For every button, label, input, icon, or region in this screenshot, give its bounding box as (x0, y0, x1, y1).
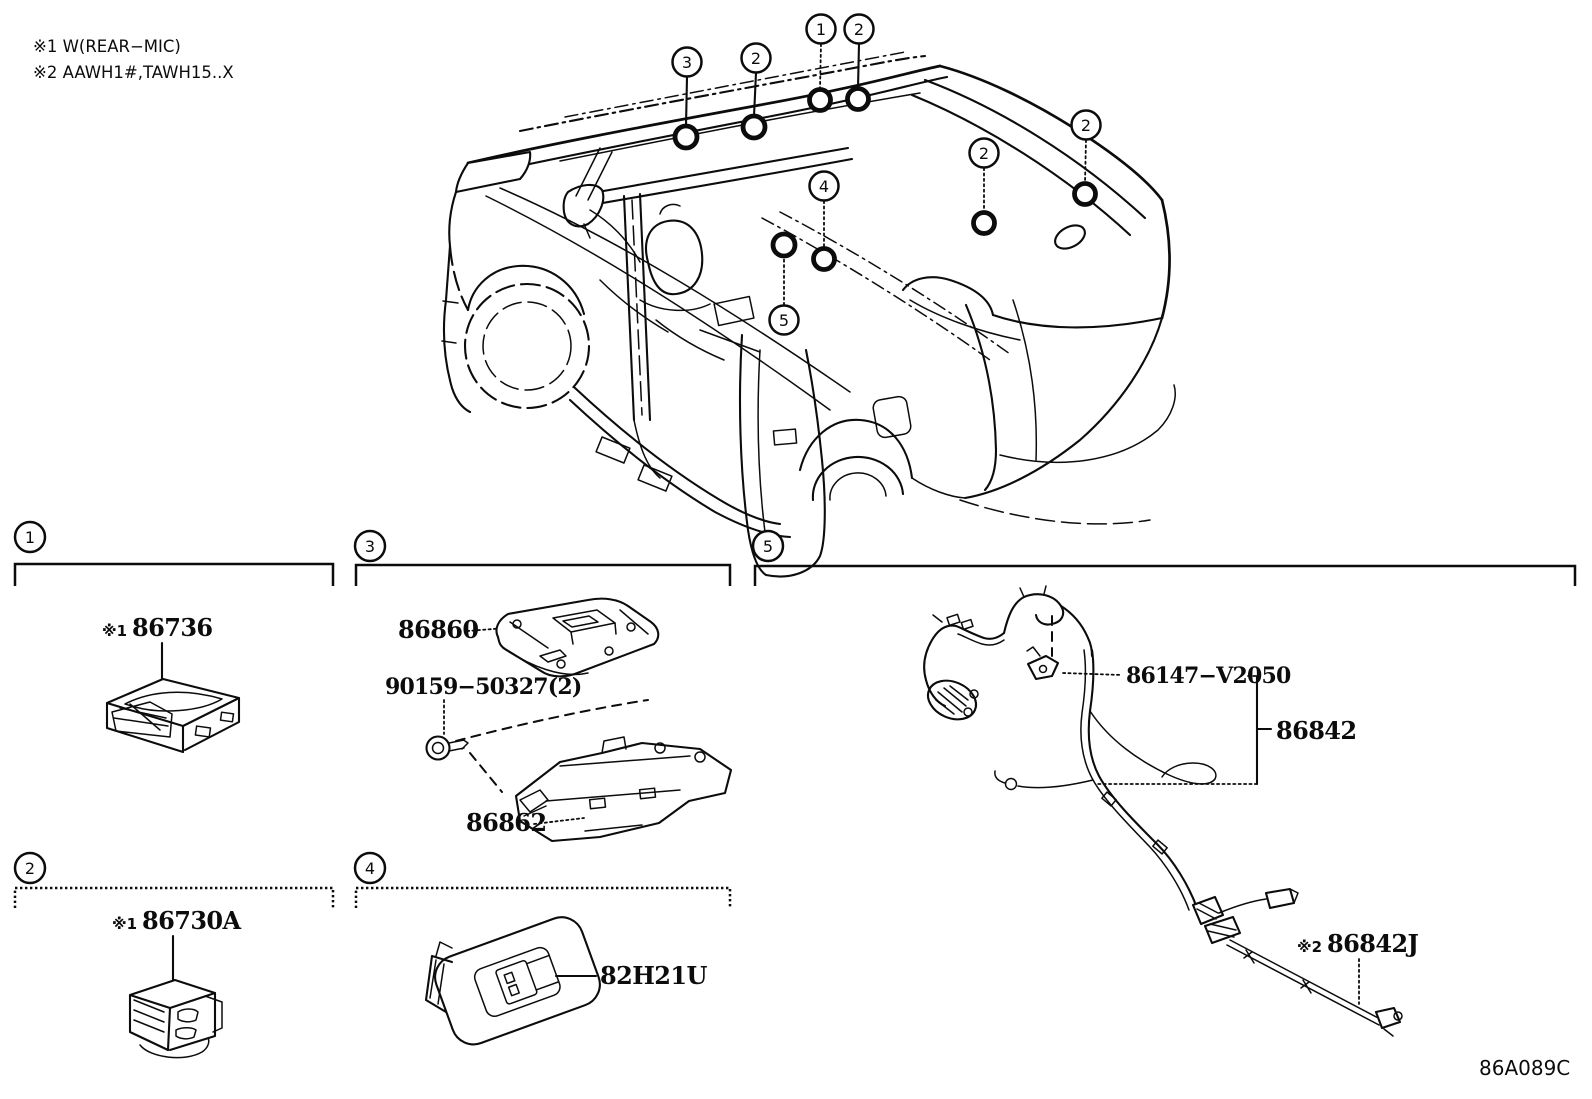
section-number: 2 (25, 859, 35, 878)
section-number: 3 (365, 537, 375, 556)
component-86862-bracket (514, 736, 733, 843)
part-label-86862[interactable]: 86862 (466, 808, 547, 837)
section-2-bracket (13, 886, 335, 908)
leader-86147 (1062, 672, 1123, 676)
section-number: 1 (25, 528, 35, 547)
callout-balloon-2c[interactable]: 2 (968, 137, 1000, 169)
callout-balloon-1[interactable]: 1 (805, 13, 837, 45)
part-label-82H21U[interactable]: 82H21U (600, 961, 708, 990)
callout-balloon-2d[interactable]: 2 (1070, 109, 1102, 141)
diagram-code: 86A089C (1479, 1056, 1570, 1080)
callout-number: 2 (751, 49, 761, 68)
section-3-bracket (354, 563, 732, 586)
component-86730A-mic (128, 978, 223, 1059)
section-1-bracket (13, 562, 335, 586)
callout-number: 3 (682, 53, 692, 72)
component-86860-antenna (495, 597, 660, 678)
callout-number: 2 (854, 20, 864, 39)
section-number: 5 (763, 537, 773, 556)
section-5-bracket (753, 564, 1577, 586)
part-label-86842[interactable]: 86842 (1276, 716, 1357, 745)
explode-line-a (455, 699, 649, 742)
part-label-86860[interactable]: 86860 (398, 615, 479, 644)
part-label-90159[interactable]: 90159−50327(2) (385, 674, 582, 700)
section-3-header[interactable]: 3 (353, 529, 387, 563)
car-attachment-points (672, 42, 1098, 306)
group-bracket-86842 (1097, 674, 1273, 786)
callout-balloon-4[interactable]: 4 (808, 170, 840, 202)
section-2-header[interactable]: 2 (13, 851, 47, 885)
note-line-1: ※1 W(REAR−MIC) (33, 37, 181, 56)
component-86736-mic-module (105, 677, 241, 754)
component-86842-harness (923, 585, 1403, 1037)
component-82H21U-socket (424, 916, 601, 1046)
part-label-86147[interactable]: 86147−V2050 (1126, 663, 1292, 689)
section-4-bracket (354, 886, 732, 908)
callout-number: 2 (979, 144, 989, 163)
callout-number: 4 (819, 177, 829, 196)
callout-number: 1 (816, 20, 826, 39)
section-1-header[interactable]: 1 (13, 520, 47, 554)
callout-number: 5 (779, 311, 789, 330)
section-5-header[interactable]: 5 (751, 529, 785, 563)
section-number: 4 (365, 859, 375, 878)
callout-balloon-3[interactable]: 3 (671, 46, 703, 78)
leader-86862 (533, 817, 585, 825)
callout-number: 2 (1081, 116, 1091, 135)
vehicle-line-art (441, 51, 1176, 578)
callout-balloon-5[interactable]: 5 (768, 304, 800, 336)
component-screw-90159 (425, 735, 469, 761)
explode-line-b (469, 752, 503, 793)
callout-balloon-2b[interactable]: 2 (740, 42, 772, 74)
callout-balloon-2a[interactable]: 2 (843, 13, 875, 45)
note-line-2: ※2 AAWH1#,TAWH15..X (33, 63, 234, 82)
section-4-header[interactable]: 4 (353, 851, 387, 885)
